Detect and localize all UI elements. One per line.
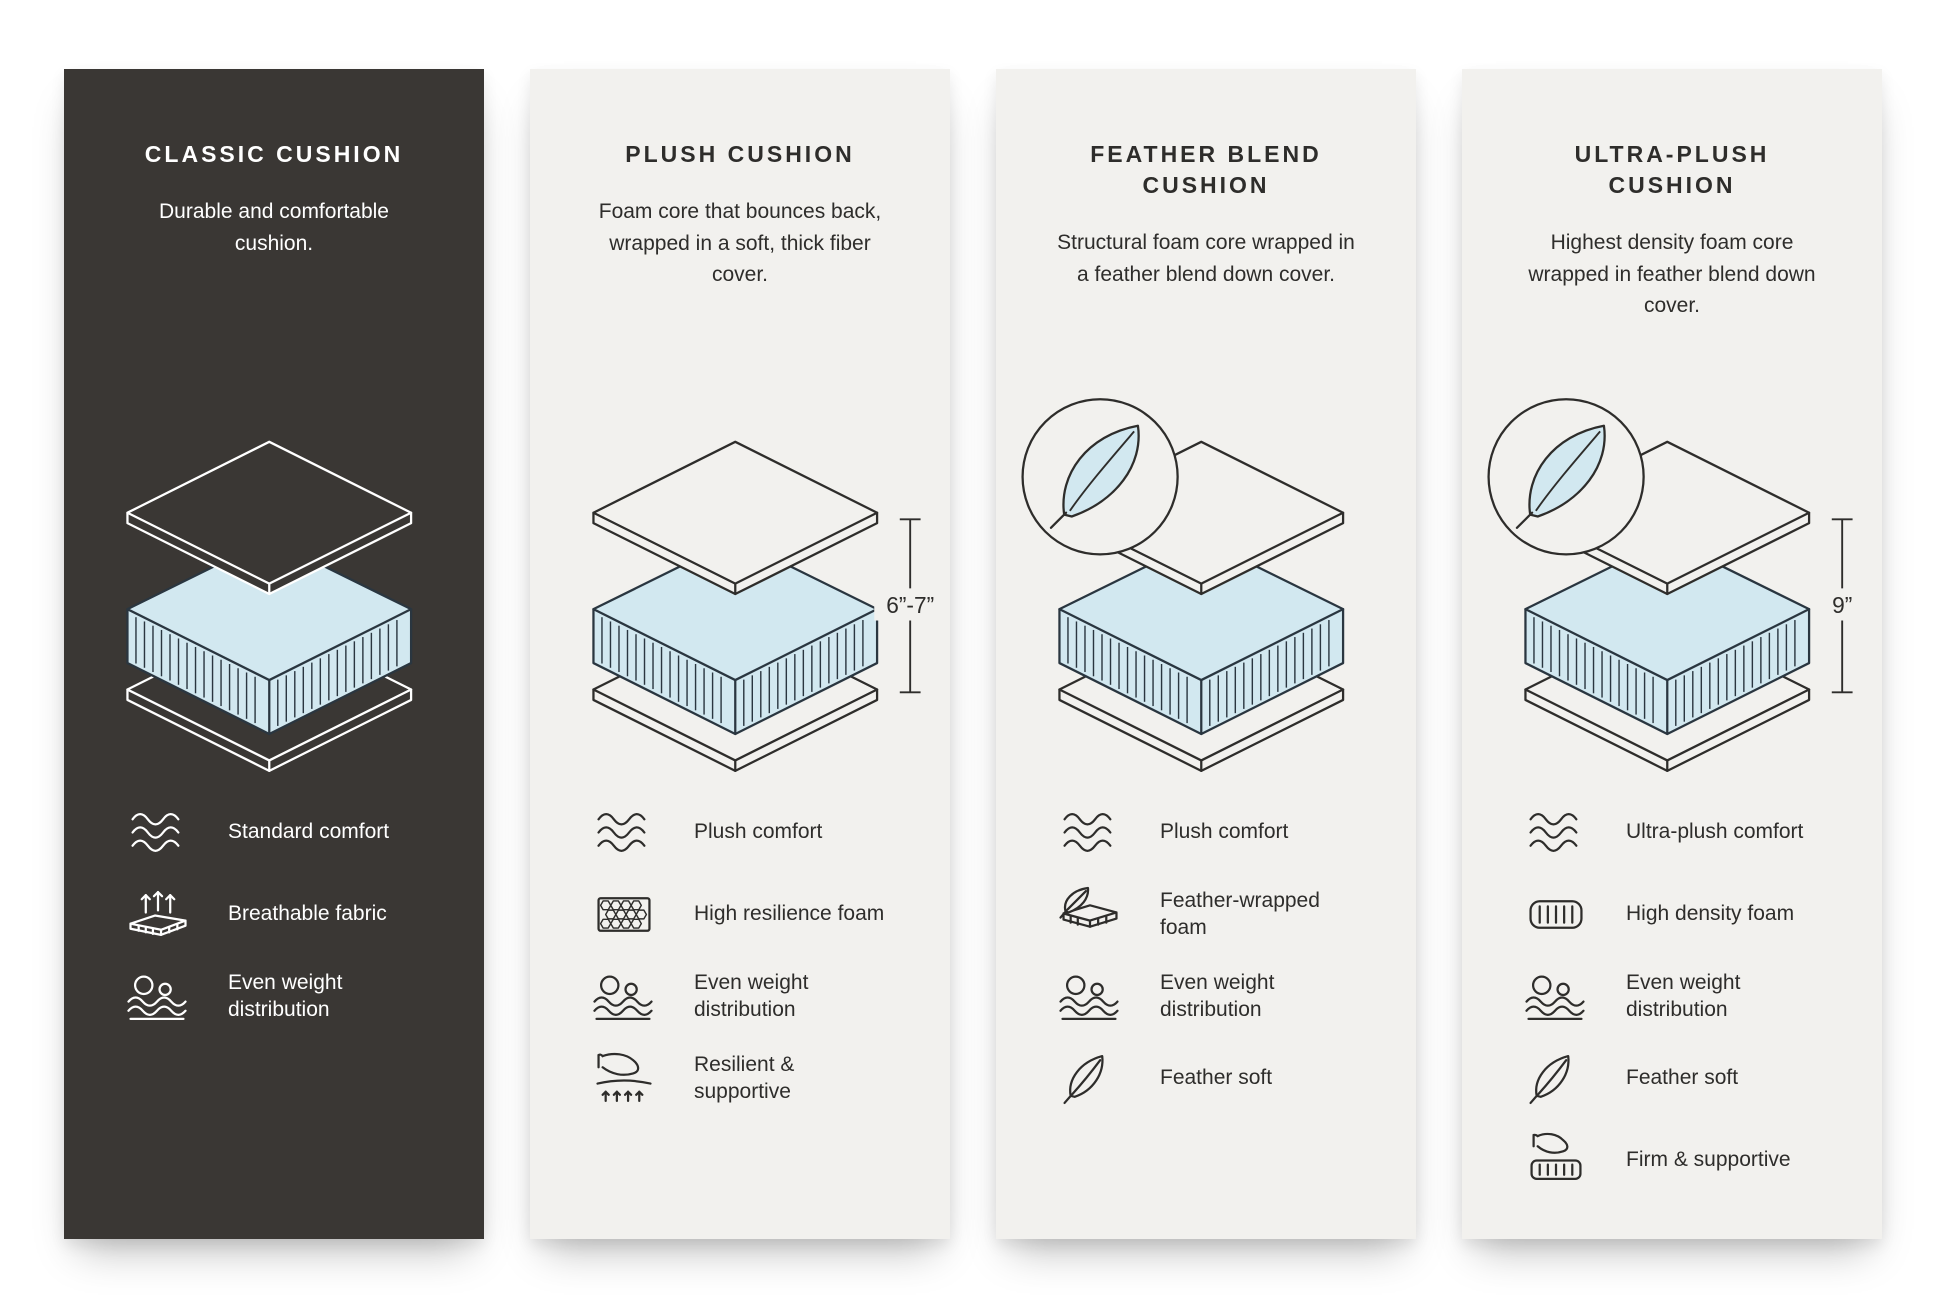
weight-icon <box>1052 967 1128 1025</box>
weight-icon <box>120 967 196 1025</box>
feature-label: Ultra-plush comfort <box>1626 820 1804 844</box>
cushion-layers-diagram: 6”-7” <box>532 349 948 789</box>
measurement-label: 6”-7” <box>886 591 934 617</box>
panel-header: PLUSH CUSHION Foam core that bounces bac… <box>576 139 904 349</box>
feature-list: Plush comfort Feather-wrapped foam Even … <box>1042 803 1370 1131</box>
feature-label: Plush comfort <box>694 820 823 844</box>
feature-item: Breathable fabric <box>120 885 438 943</box>
cushion-layers-diagram <box>66 349 482 789</box>
feature-label: High resilience foam <box>694 902 885 926</box>
feature-item: Firm & supportive <box>1518 1131 1836 1189</box>
feature-item: Even weight distribution <box>1052 967 1370 1025</box>
measurement-label: 9” <box>1832 591 1852 617</box>
cushion-comparison-infographic: CLASSIC CUSHION Durable and comfortable … <box>64 69 1882 1239</box>
panel-description: Durable and comfortable cushion. <box>159 200 389 255</box>
feature-label: Feather-wrapped foam <box>1160 888 1320 939</box>
wave-icon <box>120 803 196 861</box>
panel-description: Foam core that bounces back, wrapped in … <box>598 200 882 287</box>
feature-label: Feather soft <box>1160 1066 1273 1090</box>
feature-label: Even weight distribution <box>694 970 809 1021</box>
cushion-layers-diagram <box>998 349 1414 789</box>
feather-icon <box>1518 1049 1594 1107</box>
feature-label: Even weight distribution <box>228 970 343 1021</box>
cushion-diagram-svg <box>1021 397 1345 772</box>
firm-icon <box>1518 1131 1594 1189</box>
feature-item: Feather-wrapped foam <box>1052 885 1370 943</box>
panel-ultra-plush-cushion: ULTRA-PLUSH CUSHION Highest density foam… <box>1462 69 1882 1239</box>
feather-icon <box>1052 1049 1128 1107</box>
feature-item: Even weight distribution <box>120 967 438 1025</box>
feature-item: Even weight distribution <box>1518 967 1836 1025</box>
height-measurement: 6”-7” <box>874 517 947 693</box>
panel-title: PLUSH CUSHION <box>625 141 855 167</box>
feature-label: Even weight distribution <box>1626 970 1741 1021</box>
panel-header: FEATHER BLEND CUSHION Structural foam co… <box>1042 139 1370 349</box>
panel-header: CLASSIC CUSHION Durable and comfortable … <box>110 139 438 349</box>
density-foam-icon <box>1518 885 1594 943</box>
feature-item: Feather soft <box>1518 1049 1836 1107</box>
feature-label: Even weight distribution <box>1160 970 1275 1021</box>
feature-item: High density foam <box>1518 885 1836 943</box>
panel-plush-cushion: PLUSH CUSHION Foam core that bounces bac… <box>530 69 950 1239</box>
wave-icon <box>586 803 662 861</box>
feature-list: Ultra-plush comfort High density foam Ev… <box>1508 803 1836 1213</box>
cushion-diagram-svg <box>126 440 413 772</box>
panel-header: ULTRA-PLUSH CUSHION Highest density foam… <box>1508 139 1836 349</box>
weight-icon <box>1518 967 1594 1025</box>
panel-title: ULTRA-PLUSH CUSHION <box>1574 141 1770 199</box>
honeycomb-icon <box>586 885 662 943</box>
feature-item: Plush comfort <box>586 803 904 861</box>
weight-icon <box>586 967 662 1025</box>
feature-item: Resilient & supportive <box>586 1049 904 1107</box>
feature-label: Breathable fabric <box>228 902 387 926</box>
feature-label: Plush comfort <box>1160 820 1289 844</box>
panel-title: FEATHER BLEND CUSHION <box>1090 141 1322 199</box>
resilient-icon <box>586 1049 662 1107</box>
feature-item: High resilience foam <box>586 885 904 943</box>
feature-label: Firm & supportive <box>1626 1148 1791 1172</box>
cushion-layers-diagram: 9” <box>1464 349 1880 789</box>
breathable-icon <box>120 885 196 943</box>
feature-label: High density foam <box>1626 902 1795 926</box>
feature-label: Feather soft <box>1626 1066 1739 1090</box>
feather-foam-icon <box>1052 885 1128 943</box>
panel-description: Structural foam core wrapped in a feathe… <box>1057 231 1355 286</box>
wave-icon <box>1052 803 1128 861</box>
panel-description: Highest density foam core wrapped in fea… <box>1528 231 1816 318</box>
feature-label: Resilient & supportive <box>694 1052 795 1103</box>
panel-classic-cushion: CLASSIC CUSHION Durable and comfortable … <box>64 69 484 1239</box>
panel-title: CLASSIC CUSHION <box>144 141 404 167</box>
feature-list: Standard comfort Breathable fabric Even … <box>110 803 438 1049</box>
feature-item: Ultra-plush comfort <box>1518 803 1836 861</box>
feature-item: Standard comfort <box>120 803 438 861</box>
feature-item: Even weight distribution <box>586 967 904 1025</box>
panel-feather-blend-cushion: FEATHER BLEND CUSHION Structural foam co… <box>996 69 1416 1239</box>
feature-label: Standard comfort <box>228 820 390 844</box>
feature-item: Feather soft <box>1052 1049 1370 1107</box>
cushion-diagram-svg: 6”-7” <box>592 440 947 772</box>
feature-item: Plush comfort <box>1052 803 1370 861</box>
cushion-diagram-svg: 9” <box>1487 397 1862 772</box>
wave-icon <box>1518 803 1594 861</box>
height-measurement: 9” <box>1823 517 1862 693</box>
feather-badge <box>1487 397 1645 556</box>
feather-badge <box>1021 397 1179 556</box>
